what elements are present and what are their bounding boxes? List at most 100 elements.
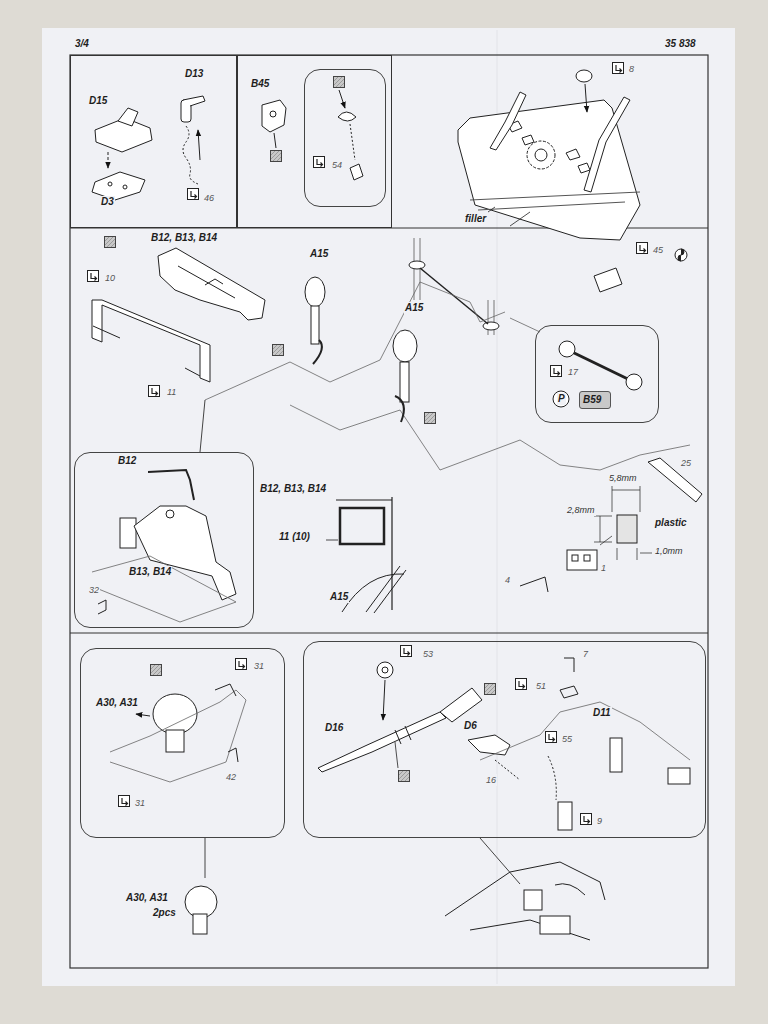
illustration-use xyxy=(151,665,162,676)
illustration-line xyxy=(488,207,495,212)
part-label: D13 xyxy=(184,68,204,80)
callout-number: 1 xyxy=(600,562,607,574)
illustration-line xyxy=(136,714,150,716)
illustration-rect xyxy=(400,362,409,402)
illustration-path xyxy=(350,164,363,180)
illustration-path xyxy=(548,756,556,800)
illustration-rect xyxy=(668,768,690,784)
illustration-g xyxy=(92,70,702,940)
illustration-circle xyxy=(108,182,112,186)
illustration-polyline xyxy=(92,556,236,622)
illustration-use xyxy=(271,151,282,162)
illustration-use xyxy=(314,157,325,168)
illustration-path xyxy=(318,712,446,772)
detail-inset: A30, A31314231 xyxy=(80,648,285,838)
illustration-ellipse xyxy=(576,70,592,82)
illustration-use xyxy=(188,189,199,200)
illustration-circle xyxy=(553,391,569,407)
detail-inset: 53D1616D651755D119 xyxy=(303,641,706,838)
illustration-path xyxy=(395,396,404,422)
illustration-g xyxy=(88,63,648,825)
callout-number: 11 xyxy=(166,386,177,398)
part-label: 35 838 xyxy=(664,38,697,50)
part-label: B12, B13, B14 xyxy=(259,483,327,495)
illustration-line xyxy=(568,350,632,381)
dimension-label: 5,8mm xyxy=(608,472,638,484)
illustration-path xyxy=(440,688,482,722)
illustration-path xyxy=(584,97,630,192)
illustration-rect xyxy=(572,555,578,561)
part-label: D15 xyxy=(88,95,108,107)
illustration-rect xyxy=(311,306,319,344)
illustration-circle xyxy=(123,185,127,189)
illustration-use xyxy=(581,814,592,825)
illustration-line xyxy=(383,680,385,720)
part-label: A15 xyxy=(309,248,329,260)
callout-number: 42 xyxy=(225,771,237,783)
part-label: A30, A31 xyxy=(95,697,139,709)
illustration-line xyxy=(470,192,640,200)
illustration-line xyxy=(198,130,200,160)
illustration-use xyxy=(399,771,410,782)
part-label: B13, B14 xyxy=(128,566,172,578)
illustration-path xyxy=(508,121,590,173)
illustration-polyline xyxy=(215,684,236,696)
callout-number: 51 xyxy=(535,680,547,692)
detail-inset: 54 xyxy=(304,69,386,207)
illustration-line xyxy=(600,536,612,545)
illustration-path xyxy=(183,126,198,184)
part-label: A15 xyxy=(329,591,349,603)
part-label: A30, A31 xyxy=(125,892,169,904)
part-label: 2pcs xyxy=(152,907,177,919)
illustration-use xyxy=(546,732,557,743)
illustration-use xyxy=(425,413,436,424)
part-label: 11 (10) xyxy=(278,531,311,543)
illustration-line xyxy=(326,540,338,541)
illustration-rect xyxy=(567,550,597,570)
callout-number: 45 xyxy=(652,244,664,256)
illustration-line xyxy=(108,152,109,168)
part-label: B12, B13, B14 xyxy=(150,232,218,244)
illustration-line xyxy=(205,838,206,878)
callout-number: 17 xyxy=(567,366,579,378)
illustration-rect xyxy=(540,916,570,934)
illustration-line xyxy=(274,133,276,148)
illustration-path xyxy=(98,600,106,614)
illustration-use xyxy=(334,77,345,88)
dimension-label: 2,8mm xyxy=(566,504,596,516)
illustration-ellipse xyxy=(409,261,425,269)
illustration-rect xyxy=(584,555,590,561)
callout-number: 31 xyxy=(134,797,146,809)
part-label: D11 xyxy=(592,707,612,719)
illustration-use xyxy=(236,659,247,670)
illustration-use xyxy=(551,366,562,377)
callout-number: 55 xyxy=(561,733,573,745)
illustration-path xyxy=(178,266,235,298)
callout-number: 32 xyxy=(88,584,100,596)
illustration-rect xyxy=(617,515,637,543)
illustration-line xyxy=(70,633,708,634)
detail-inset: B12B13, B1432 xyxy=(74,452,254,628)
callout-number: 7 xyxy=(582,648,589,660)
illustration-circle xyxy=(166,510,174,518)
callout-number: 9 xyxy=(596,815,603,827)
illustration-polygon xyxy=(158,248,265,320)
illustration-line xyxy=(339,90,345,108)
illustration-rect xyxy=(558,802,572,830)
callout-number: 25 xyxy=(680,457,692,469)
callout-number: 4 xyxy=(504,574,511,586)
illustration-path xyxy=(148,470,194,500)
illustration-rect xyxy=(340,508,384,544)
part-label: P xyxy=(557,393,566,405)
illustration-circle xyxy=(559,341,575,357)
illustration-path xyxy=(93,326,200,376)
illustration-use xyxy=(516,679,527,690)
callout-number: 46 xyxy=(203,192,215,204)
illustration-polyline xyxy=(480,702,690,760)
illustration-polygon xyxy=(118,108,138,126)
illustration-circle xyxy=(377,662,393,678)
illustration-use xyxy=(119,796,130,807)
callout-number: 54 xyxy=(331,159,343,171)
